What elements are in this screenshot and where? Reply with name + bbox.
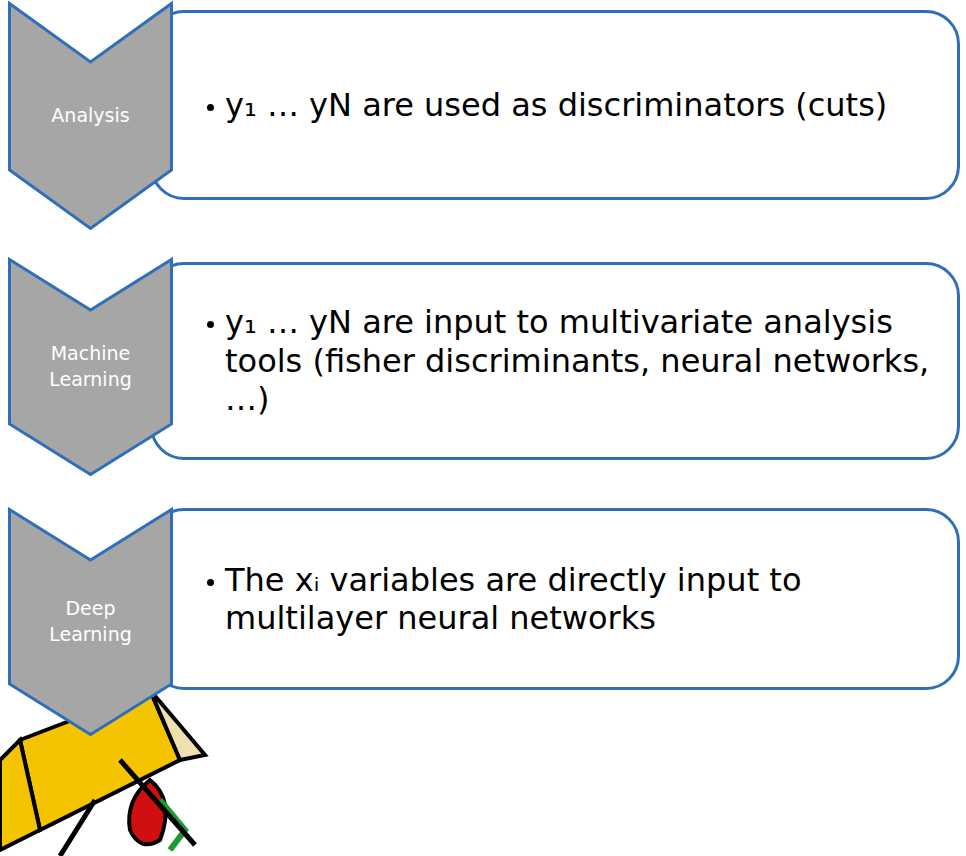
step-label: Analysis	[31, 103, 151, 129]
step-label: Deep Learning	[31, 596, 151, 647]
step-label: Machine Learning	[31, 341, 151, 392]
bullet-text: y₁ … yN are used as discriminators (cuts…	[225, 86, 887, 124]
bullet-dot	[207, 579, 214, 586]
chevron-shape	[8, 508, 173, 736]
rounded-box: y₁ … yN are input to multivariate analys…	[150, 262, 960, 460]
rounded-box: The xᵢ variables are directly input to m…	[150, 508, 960, 690]
bullet-text: The xᵢ variables are directly input to m…	[225, 561, 937, 638]
bullet-text: y₁ … yN are input to multivariate analys…	[225, 303, 937, 418]
chevron-step: Deep Learning	[8, 508, 173, 736]
chevron-outline	[10, 510, 172, 735]
bullet-dot	[207, 104, 214, 111]
chevron-step: Analysis	[8, 2, 173, 230]
chevron-outline	[10, 4, 172, 229]
chevron-outline	[10, 260, 172, 475]
bullet-dot	[207, 321, 214, 328]
chevron-step: Machine Learning	[8, 258, 173, 476]
rounded-box: y₁ … yN are used as discriminators (cuts…	[150, 10, 960, 200]
chevron-shape	[8, 258, 173, 476]
